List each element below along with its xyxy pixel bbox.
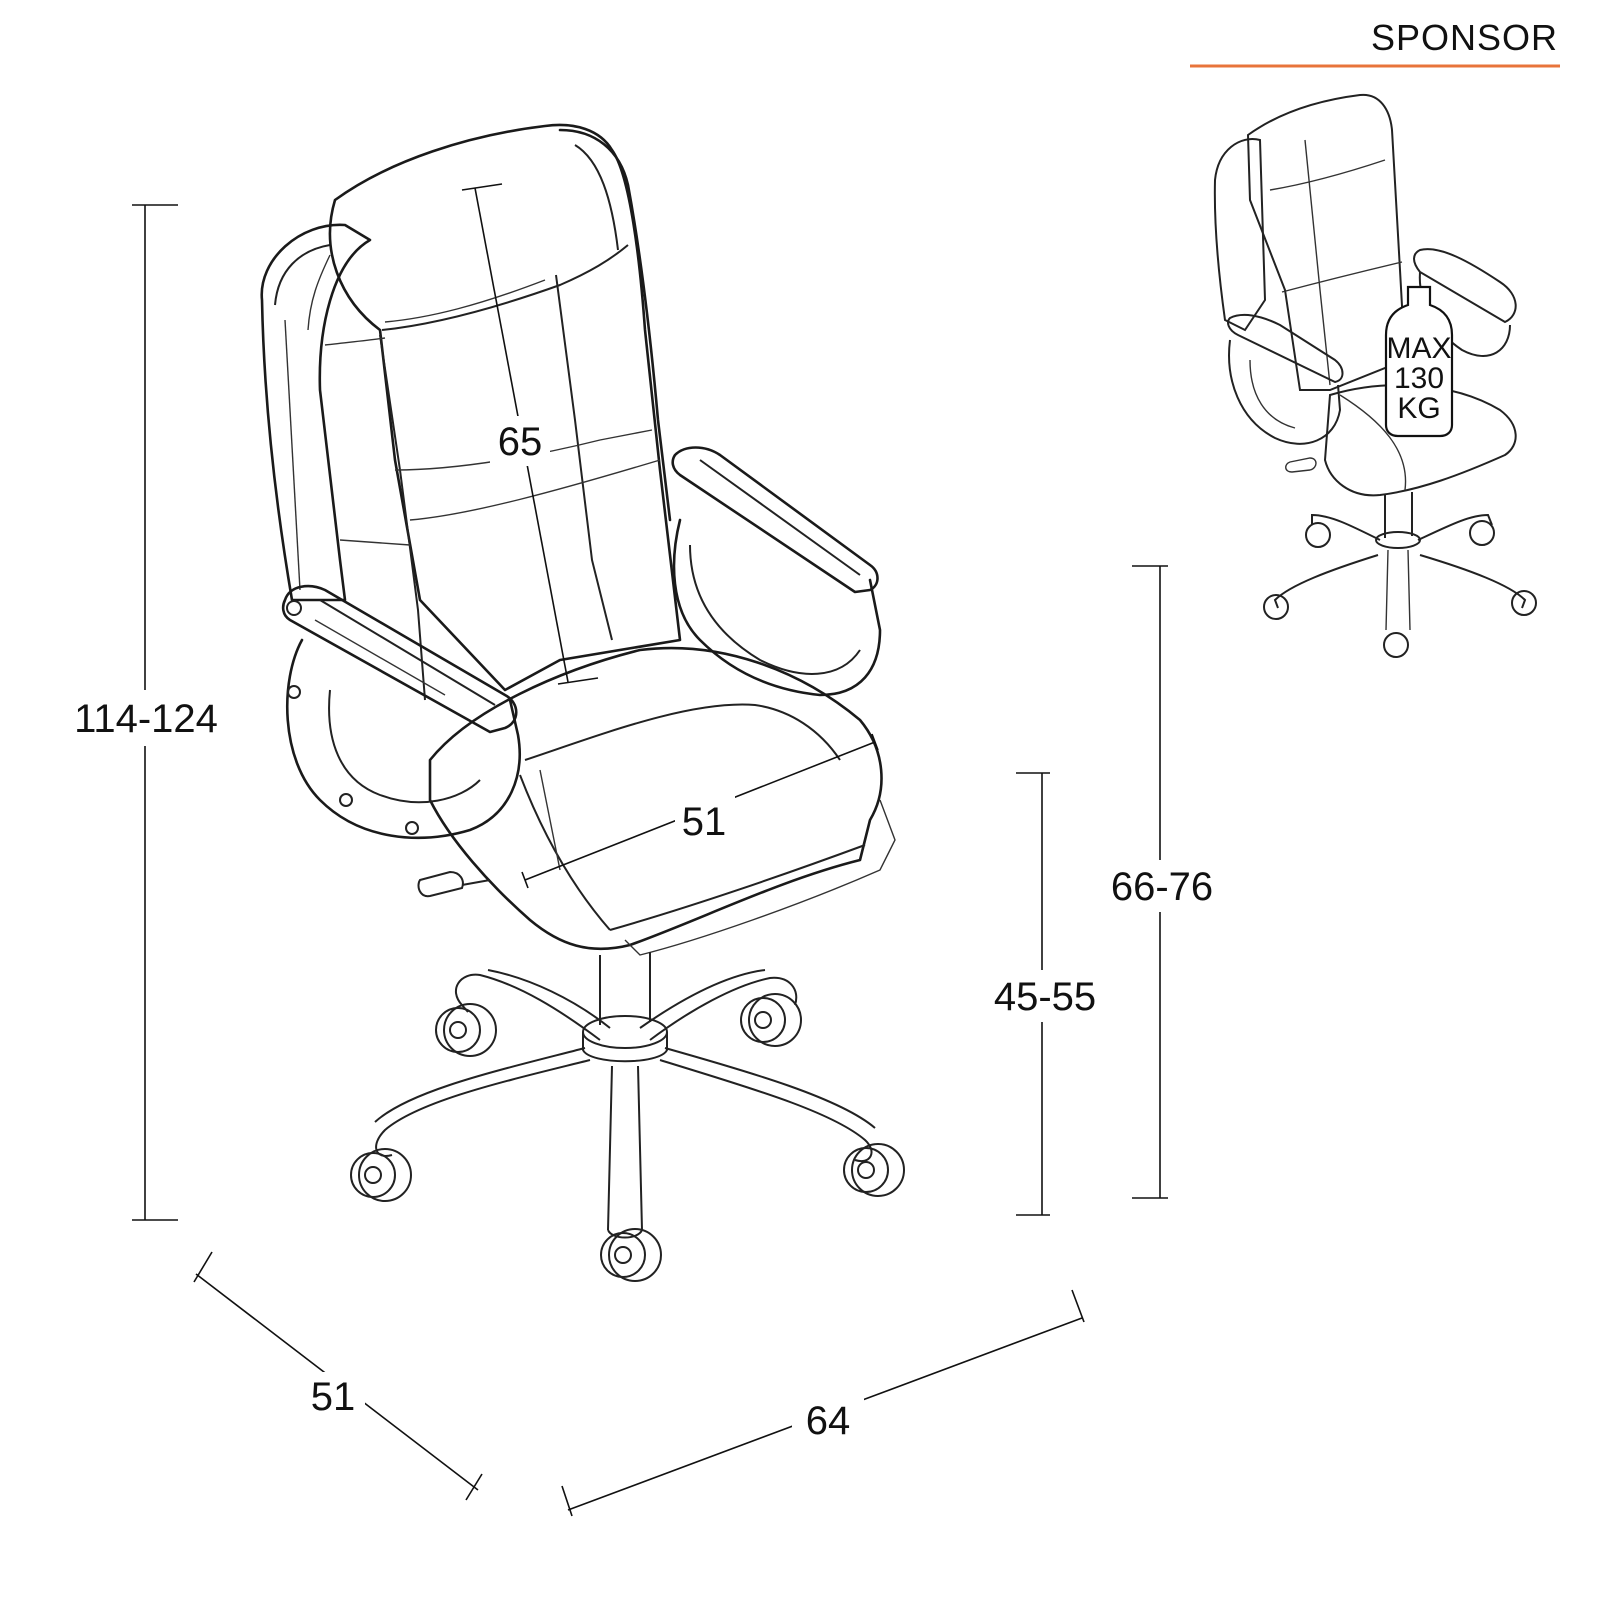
max-weight-badge: MAX 130 KG bbox=[1384, 285, 1454, 438]
star-base bbox=[374, 969, 876, 1239]
backrest-panel-seam-left bbox=[379, 334, 426, 701]
seat-front-panel bbox=[524, 703, 841, 761]
backrest-panel-seam-right bbox=[555, 274, 613, 641]
right-armrest-loop bbox=[672, 518, 882, 697]
dim-base-width-label: 64 bbox=[806, 1399, 851, 1443]
max-weight-line3: KG bbox=[1397, 392, 1440, 425]
brand-label: SPONSOR bbox=[1371, 17, 1558, 58]
seat-cushion bbox=[428, 646, 883, 951]
dim-total-height: 114-124 bbox=[68, 204, 222, 1221]
left-armrest-pad bbox=[281, 584, 518, 734]
right-armrest-pad bbox=[671, 446, 879, 594]
caster-wheels bbox=[350, 993, 905, 1282]
caster-back-right bbox=[740, 993, 802, 1047]
dim-seat-height: 45-55 bbox=[990, 772, 1100, 1216]
dim-base-width: 64 bbox=[561, 1289, 1085, 1517]
backrest-right-bolster bbox=[558, 128, 672, 522]
backrest-left-bolster bbox=[260, 223, 372, 602]
headrest-seam bbox=[381, 244, 629, 331]
dimension-annotations: 114-124 65 51 45-55 bbox=[68, 183, 1218, 1517]
caster-front-left bbox=[350, 1148, 412, 1202]
caster-front-right bbox=[843, 1143, 905, 1197]
caster-front-center bbox=[600, 1228, 662, 1282]
dim-seat-width-label: 51 bbox=[682, 800, 727, 844]
dim-backrest-height: 65 bbox=[461, 183, 599, 685]
caster-back-left bbox=[435, 1003, 497, 1057]
brand-header: SPONSOR bbox=[1190, 17, 1560, 68]
max-weight-line1: MAX bbox=[1386, 332, 1451, 365]
seat-lever bbox=[417, 870, 491, 898]
gas-cylinder bbox=[582, 952, 668, 1063]
dim-seat-width: 51 bbox=[521, 733, 879, 889]
dim-seat-height-label: 45-55 bbox=[994, 975, 1096, 1019]
dim-backrest-height-label: 65 bbox=[498, 420, 543, 464]
backrest-outline bbox=[328, 123, 682, 692]
dim-base-depth-label: 51 bbox=[311, 1375, 356, 1419]
max-weight-line2: 130 bbox=[1394, 362, 1444, 395]
dim-total-height-label: 114-124 bbox=[74, 697, 218, 741]
main-chair-illustration bbox=[260, 123, 905, 1282]
left-armrest-loop bbox=[285, 638, 521, 840]
dim-armrest-height: 66-76 bbox=[1108, 565, 1218, 1199]
dim-armrest-height-label: 66-76 bbox=[1111, 865, 1213, 909]
dim-base-depth: 51 bbox=[193, 1251, 483, 1501]
small-chair-illustration: MAX 130 KG bbox=[1213, 93, 1537, 658]
